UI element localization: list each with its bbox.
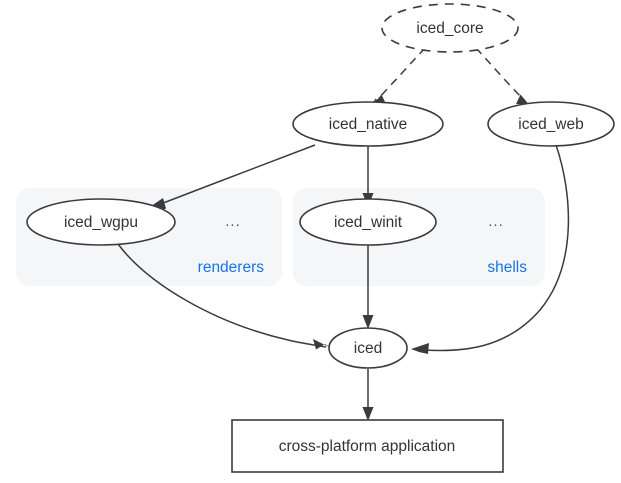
node-iced-winit-label: iced_winit	[334, 214, 403, 231]
node-iced-web[interactable]: iced_web	[487, 101, 615, 147]
arrow-head	[362, 407, 374, 421]
cluster-shells-label: shells	[487, 259, 527, 276]
cluster-renderers-label: renderers	[198, 259, 265, 276]
node-iced-wgpu-label: iced_wgpu	[64, 214, 138, 231]
node-iced-wgpu[interactable]: iced_wgpu	[26, 198, 176, 246]
node-iced-winit-shape[interactable]	[299, 198, 437, 246]
arrow-head	[411, 343, 429, 354]
edge-iced-core-to-iced-native	[369, 47, 426, 110]
node-application[interactable]: cross-platform application	[231, 419, 504, 473]
edge-line	[422, 144, 570, 352]
edge-line-tail	[287, 339, 327, 348]
node-iced-native-shape[interactable]	[292, 101, 444, 147]
edge-line	[157, 144, 316, 206]
edge-line	[475, 47, 526, 102]
node-iced-core-shape[interactable]	[381, 3, 519, 53]
edge-iced-core-to-iced-web	[475, 47, 532, 108]
node-application-shape[interactable]	[231, 419, 504, 473]
edge-iced-winit-to-iced	[362, 245, 374, 329]
edge-iced-wgpu-to-iced	[117, 243, 331, 350]
node-iced-core[interactable]: iced_core	[381, 3, 519, 53]
node-iced-native-label: iced_native	[329, 116, 407, 133]
cluster-shells-ellipsis: ...	[488, 213, 504, 230]
node-application-label: cross-platform application	[279, 438, 456, 455]
node-iced-native[interactable]: iced_native	[292, 101, 444, 147]
node-iced-wgpu-shape[interactable]	[26, 198, 176, 246]
node-iced[interactable]: iced	[328, 327, 408, 369]
arrow-head	[362, 315, 374, 329]
cluster-renderers-ellipsis: ...	[225, 213, 241, 230]
node-iced-web-shape[interactable]	[487, 101, 615, 147]
node-iced-label: iced	[354, 340, 382, 357]
edge-iced-to-application	[362, 369, 374, 421]
edge-line	[117, 243, 289, 341]
node-iced-shape[interactable]	[328, 327, 408, 369]
edge-iced-web-to-iced	[411, 144, 570, 354]
edge-line	[375, 47, 426, 102]
node-iced-core-label: iced_core	[416, 20, 483, 37]
node-iced-web-label: iced_web	[518, 116, 584, 133]
node-iced-winit[interactable]: iced_winit	[299, 198, 437, 246]
arrow-head	[313, 339, 331, 350]
